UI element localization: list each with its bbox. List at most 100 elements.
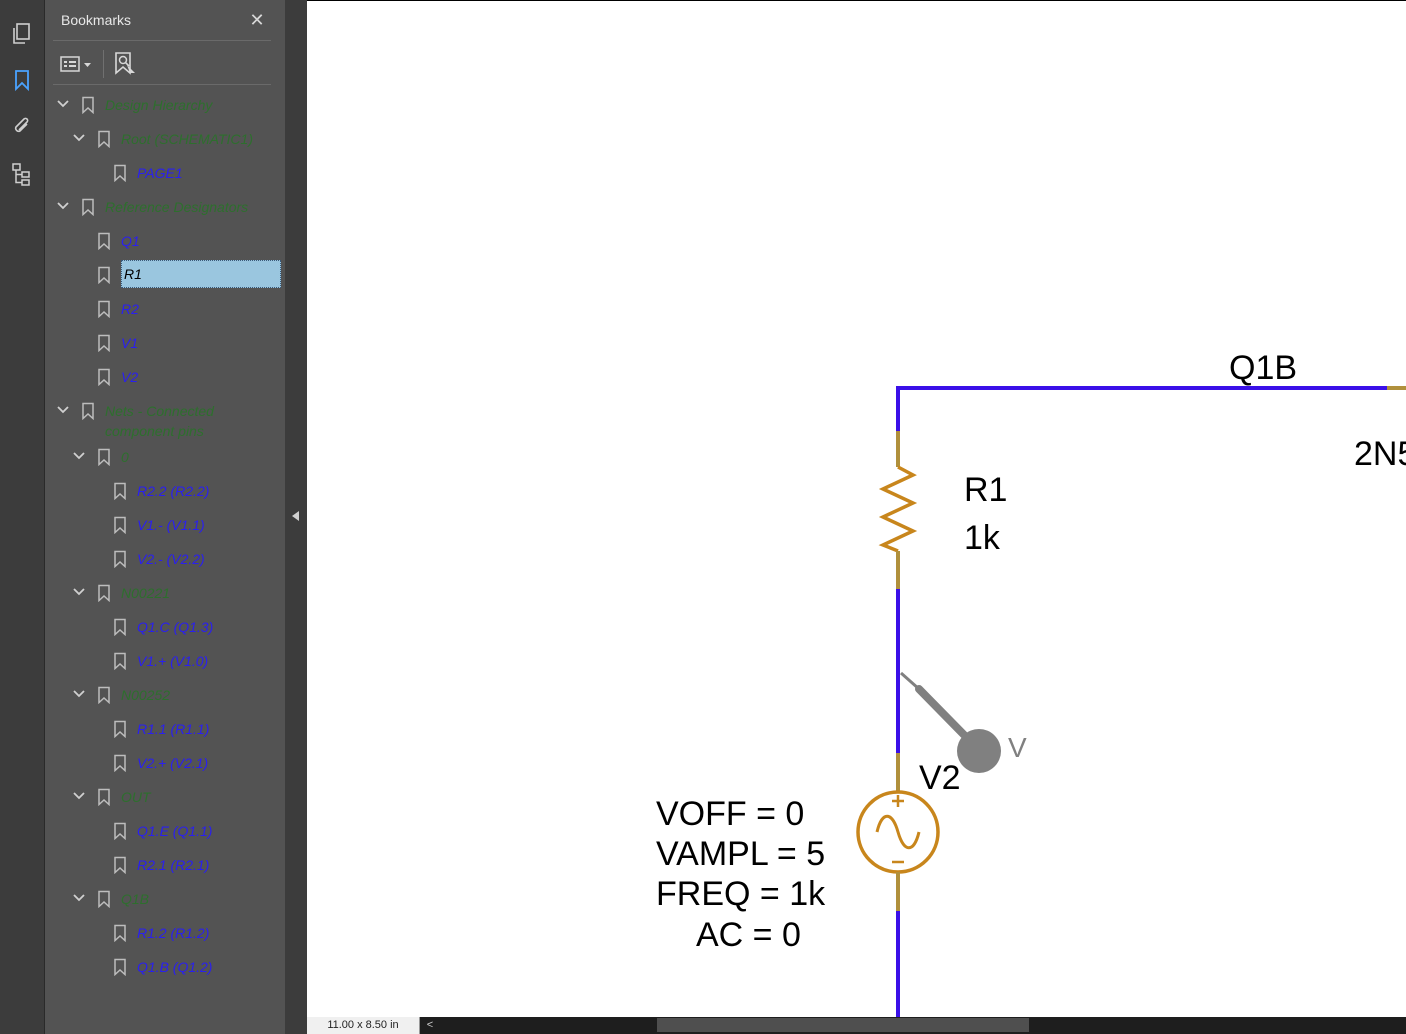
chevron-down-icon[interactable]: [71, 890, 87, 906]
chevron-down-icon[interactable]: [71, 584, 87, 600]
source-param: VAMPL = 5: [656, 835, 825, 873]
bookmark-label[interactable]: V1.+ (V1.0): [137, 653, 209, 669]
bookmark-icon: [98, 368, 110, 386]
bookmark-item[interactable]: Q1B: [71, 884, 149, 914]
chevron-down-icon[interactable]: [71, 686, 87, 702]
bookmark-item[interactable]: OUT: [71, 782, 151, 812]
bookmark-label[interactable]: Nets - Connected component pins: [105, 403, 214, 439]
bookmark-item[interactable]: R1: [97, 260, 281, 290]
bookmark-label[interactable]: R2.2 (R2.2): [137, 483, 210, 499]
bookmark-label[interactable]: V1: [121, 335, 139, 351]
bookmark-icon: [114, 164, 126, 182]
scroll-left-button[interactable]: <: [426, 1019, 434, 1031]
bookmark-label[interactable]: Reference Designators: [105, 199, 249, 215]
bookmark-label[interactable]: N00252: [121, 687, 171, 703]
document-page[interactable]: Q1B 2N5 R1 1k V V2 VOFF = 0 VAMPL = 5 FR…: [307, 0, 1406, 1017]
bookmark-label[interactable]: R1: [121, 260, 281, 288]
bookmark-icon: [82, 96, 94, 114]
bookmark-icon: [82, 198, 94, 216]
bookmark-icon: [98, 334, 110, 352]
bookmark-label[interactable]: Design Hierarchy: [105, 97, 213, 113]
bookmark-icon: [82, 402, 94, 420]
bookmark-label[interactable]: Q1.B (Q1.2): [137, 959, 213, 975]
bookmark-icon: [114, 754, 126, 772]
bookmark-item[interactable]: Design Hierarchy: [55, 90, 212, 120]
divider: [53, 84, 271, 85]
source-ref: V2: [919, 759, 961, 797]
bookmark-item[interactable]: V2.+ (V2.1): [113, 748, 208, 778]
bookmark-item[interactable]: V1: [97, 328, 138, 358]
bookmark-icon: [98, 890, 110, 908]
bookmark-icon: [98, 448, 110, 466]
bookmark-item[interactable]: PAGE1: [113, 158, 183, 188]
source-param: VOFF = 0: [656, 795, 804, 833]
bookmark-item[interactable]: Q1.E (Q1.1): [113, 816, 212, 846]
panel-splitter[interactable]: [285, 0, 307, 1034]
source-param: AC = 0: [696, 916, 801, 954]
horizontal-scrollbar-thumb[interactable]: [657, 1018, 1029, 1032]
pages-icon[interactable]: [8, 20, 36, 48]
probe-head: [957, 729, 1001, 773]
page-size-readout[interactable]: 11.00 x 8.50 in: [307, 1017, 420, 1034]
chevron-down-icon[interactable]: [55, 96, 71, 112]
bookmark-item[interactable]: R1.2 (R1.2): [113, 918, 209, 948]
bookmark-label[interactable]: R2: [121, 301, 139, 317]
structure-icon[interactable]: [8, 160, 36, 188]
chevron-down-icon[interactable]: [71, 448, 87, 464]
bookmark-label[interactable]: Root (SCHEMATIC1): [121, 131, 253, 147]
bookmark-icon: [114, 822, 126, 840]
probe-needle: [900, 671, 920, 691]
chevron-down-icon[interactable]: [71, 788, 87, 804]
bookmark-label[interactable]: V2.+ (V2.1): [137, 755, 209, 771]
bookmark-icon: [98, 232, 110, 250]
bookmark-item[interactable]: V1.+ (V1.0): [113, 646, 208, 676]
chevron-down-icon[interactable]: [55, 198, 71, 214]
bookmark-label[interactable]: V2: [121, 369, 139, 385]
bookmark-label[interactable]: 0: [121, 449, 129, 465]
collapse-panel-arrow-icon[interactable]: [292, 511, 299, 521]
bookmark-label[interactable]: Q1.C (Q1.3): [137, 619, 214, 635]
bookmark-item[interactable]: N00221: [71, 578, 170, 608]
bookmark-label[interactable]: Q1: [121, 233, 140, 249]
bookmark-label[interactable]: R1.1 (R1.1): [137, 721, 210, 737]
panel-title: Bookmarks: [61, 12, 132, 28]
bookmark-icon[interactable]: [8, 66, 36, 94]
bookmark-label[interactable]: V1.- (V1.1): [137, 517, 205, 533]
bookmark-item[interactable]: Q1.C (Q1.3): [113, 612, 213, 642]
bookmark-item[interactable]: R2.1 (R2.1): [113, 850, 209, 880]
bookmark-item[interactable]: N00252: [71, 680, 170, 710]
sine-wave-icon: [875, 814, 921, 850]
bookmark-item[interactable]: V1.- (V1.1): [113, 510, 205, 540]
bookmark-label[interactable]: R2.1 (R2.1): [137, 857, 210, 873]
chevron-down-icon[interactable]: [71, 130, 87, 146]
bookmark-label[interactable]: OUT: [121, 789, 151, 805]
close-panel-button[interactable]: ✕: [249, 10, 265, 30]
source-param: FREQ = 1k: [656, 875, 826, 913]
bookmark-label[interactable]: Q1B: [121, 891, 150, 907]
bookmark-label[interactable]: Q1.E (Q1.1): [137, 823, 213, 839]
find-current-bookmark-button[interactable]: [113, 51, 137, 77]
chevron-down-icon[interactable]: [55, 402, 71, 418]
bookmark-item[interactable]: Nets - Connected component pins: [55, 396, 214, 439]
bookmark-options-button[interactable]: [59, 52, 97, 76]
bookmark-item[interactable]: V2: [97, 362, 138, 392]
bookmark-label[interactable]: V2.- (V2.2): [137, 551, 205, 567]
part-label: 2N5: [1354, 435, 1406, 473]
attachment-icon[interactable]: [8, 112, 36, 140]
bookmark-label[interactable]: PAGE1: [137, 165, 183, 181]
bookmark-item[interactable]: Root (SCHEMATIC1): [71, 124, 253, 154]
bookmark-label[interactable]: N00221: [121, 585, 171, 601]
bookmark-icon: [98, 266, 110, 284]
bookmark-item[interactable]: Q1.B (Q1.2): [113, 952, 212, 982]
bookmark-item[interactable]: R1.1 (R1.1): [113, 714, 209, 744]
bookmark-item[interactable]: R2.2 (R2.2): [113, 476, 209, 506]
bookmark-item[interactable]: R2: [97, 294, 139, 324]
schematic-drawing: Q1B 2N5 R1 1k V V2 VOFF = 0 VAMPL = 5 FR…: [656, 349, 1406, 1017]
bookmark-label[interactable]: R1.2 (R1.2): [137, 925, 210, 941]
bookmark-item[interactable]: 0: [71, 442, 129, 472]
bookmark-item[interactable]: Reference Designators: [55, 192, 248, 222]
bookmark-item[interactable]: V2.- (V2.2): [113, 544, 205, 574]
bookmark-item[interactable]: Q1: [97, 226, 140, 256]
